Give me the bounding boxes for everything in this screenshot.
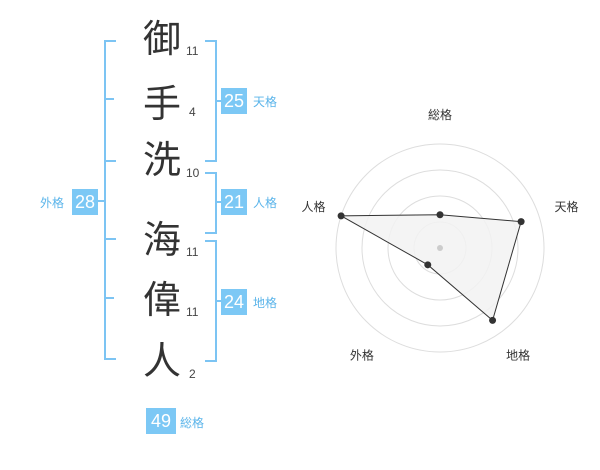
stroke-count-6: 2 [189,367,196,381]
tenkaku-tick [215,100,221,102]
radar-area [339,214,522,322]
stroke-count-1: 11 [186,44,199,58]
gaikaku-bracket-upper [104,40,116,162]
bracket-tick [104,98,114,100]
tenkaku-label: 天格 [253,95,278,109]
stroke-count-3: 10 [186,166,200,180]
gaikaku-value: 28 [72,189,98,215]
name-char-4: 海 [142,218,181,262]
radar-axis-label: 天格 [554,199,578,214]
name-char-5: 偉 [142,278,181,322]
soukaku-label: 総格 [180,416,205,430]
name-char-6: 人 [142,339,181,383]
bracket-tick [104,297,114,299]
radar-point [436,211,444,219]
name-char-3: 洗 [142,138,181,182]
radar-ring [361,169,519,327]
radar-point [517,218,525,226]
tenkaku-value: 25 [221,88,247,114]
jinkaku-value: 21 [221,189,247,215]
chikaku-tick [215,300,221,302]
radar-point [489,316,497,324]
radar-point [424,261,432,269]
gaikaku-bracket-lower [104,238,116,360]
soukaku-value: 49 [146,408,176,434]
stroke-count-2: 4 [189,105,196,119]
stroke-count-4: 11 [186,245,199,259]
radar-axis-label: 総格 [428,107,452,122]
name-char-1: 御 [142,17,181,61]
radar-axis-label: 外格 [350,348,374,363]
radar-axis-label: 地格 [506,348,530,363]
gaikaku-label: 外格 [40,196,65,210]
chikaku-value: 24 [221,289,247,315]
radar-point [337,212,345,220]
jinkaku-label: 人格 [253,196,278,210]
jinkaku-bracket [205,172,217,234]
name-char-2: 手 [142,82,181,126]
bracket-connector [98,200,106,202]
jinkaku-tick [215,201,221,203]
radar-ring [335,143,545,353]
stroke-count-5: 11 [186,305,199,319]
bracket-connector-vertical [104,158,106,240]
radar-center-dot [437,245,443,251]
radar-axis-label: 人格 [302,199,326,214]
chikaku-label: 地格 [253,296,278,310]
